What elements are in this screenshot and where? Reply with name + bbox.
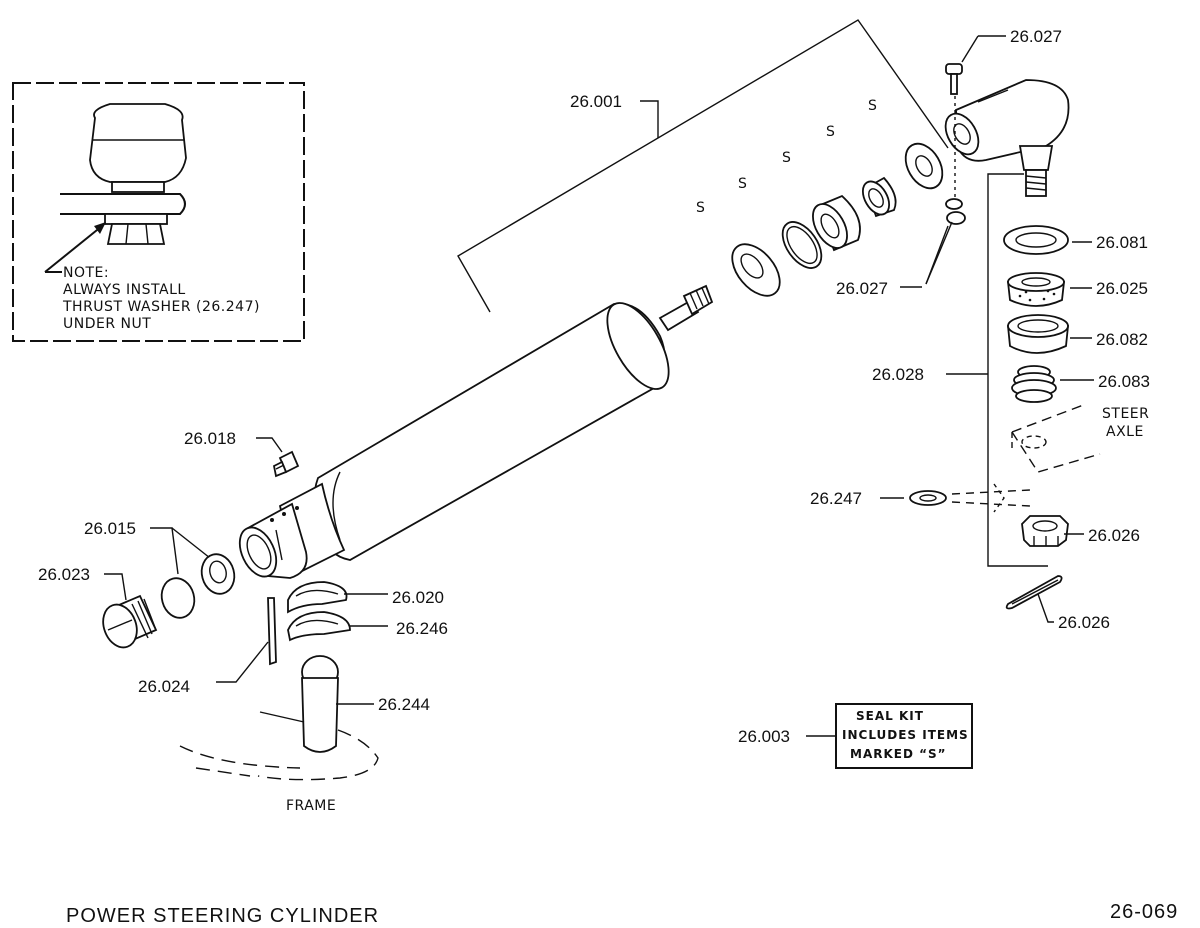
left-end-parts: 26.018 26.015 26.023 26.020 26.246 26.02… <box>38 429 448 814</box>
seal-washer-5 <box>904 142 944 190</box>
seal-marker-5: S <box>868 98 877 114</box>
callout-26-001: 26.001 <box>570 92 622 111</box>
seal-kit-note: 26.003 SEAL KIT INCLUDES ITEMS MARKED “S… <box>738 703 973 769</box>
callout-26-024: 26.024 <box>138 677 190 696</box>
seal-marker-4: S <box>826 124 835 140</box>
inset-note-line1: NOTE: <box>63 265 109 281</box>
seal-kit-line2: INCLUDES ITEMS <box>842 728 969 742</box>
callout-26-020: 26.020 <box>392 588 444 607</box>
seal-washer-1 <box>731 243 781 297</box>
callout-26-028: 26.028 <box>872 365 924 384</box>
callout-26-082: 26.082 <box>1096 330 1148 349</box>
callout-26-026-nut: 26.026 <box>1088 526 1140 545</box>
callout-26-027-top: 26.027 <box>1010 27 1062 46</box>
steer-axle-line1: STEER <box>1102 406 1149 422</box>
callout-26-026-pin: 26.026 <box>1058 613 1110 632</box>
inset-note-line4: UNDER NUT <box>63 316 151 332</box>
seal-kit-line3: MARKED “S” <box>850 747 947 761</box>
callout-26-246: 26.246 <box>396 619 448 638</box>
page-code: 26-069 <box>1110 901 1178 923</box>
callout-26-247: 26.247 <box>810 489 862 508</box>
inset-note-line3: THRUST WASHER (26.247) <box>62 299 260 315</box>
callout-26-083: 26.083 <box>1098 372 1150 391</box>
callout-26-015: 26.015 <box>84 519 136 538</box>
seal-marker-1: S <box>696 200 705 216</box>
seal-bushing-4 <box>861 176 897 218</box>
ball-stud-stack: 26.028 26.081 26.025 26.082 26.083 <box>810 173 1150 632</box>
callout-26-081: 26.081 <box>1096 233 1148 252</box>
seal-kit-ref: 26.003 <box>738 727 790 746</box>
frame-label: FRAME <box>286 798 336 814</box>
callout-26-244: 26.244 <box>378 695 430 714</box>
seal-ring-2 <box>781 221 823 269</box>
callout-26-027-bottom: 26.027 <box>836 279 888 298</box>
seal-marker-2: S <box>738 176 747 192</box>
seal-bushing-3 <box>812 194 861 252</box>
steer-axle-line2: AXLE <box>1106 424 1144 440</box>
seal-group-bracket: 26.001 <box>457 19 949 313</box>
power-steering-cylinder <box>238 284 714 579</box>
rod-end-assembly: 26.027 26.027 <box>836 27 1070 298</box>
callout-26-023: 26.023 <box>38 565 90 584</box>
seal-kit-line1: SEAL KIT <box>856 709 924 723</box>
seal-markers: S S S S S <box>696 98 877 216</box>
diagram-title: POWER STEERING CYLINDER <box>66 905 379 927</box>
inset-note-box: NOTE: ALWAYS INSTALL THRUST WASHER (26.2… <box>12 82 305 342</box>
inset-note-line2: ALWAYS INSTALL <box>63 282 186 298</box>
callout-26-018: 26.018 <box>184 429 236 448</box>
seal-marker-3: S <box>782 150 791 166</box>
callout-26-025: 26.025 <box>1096 279 1148 298</box>
